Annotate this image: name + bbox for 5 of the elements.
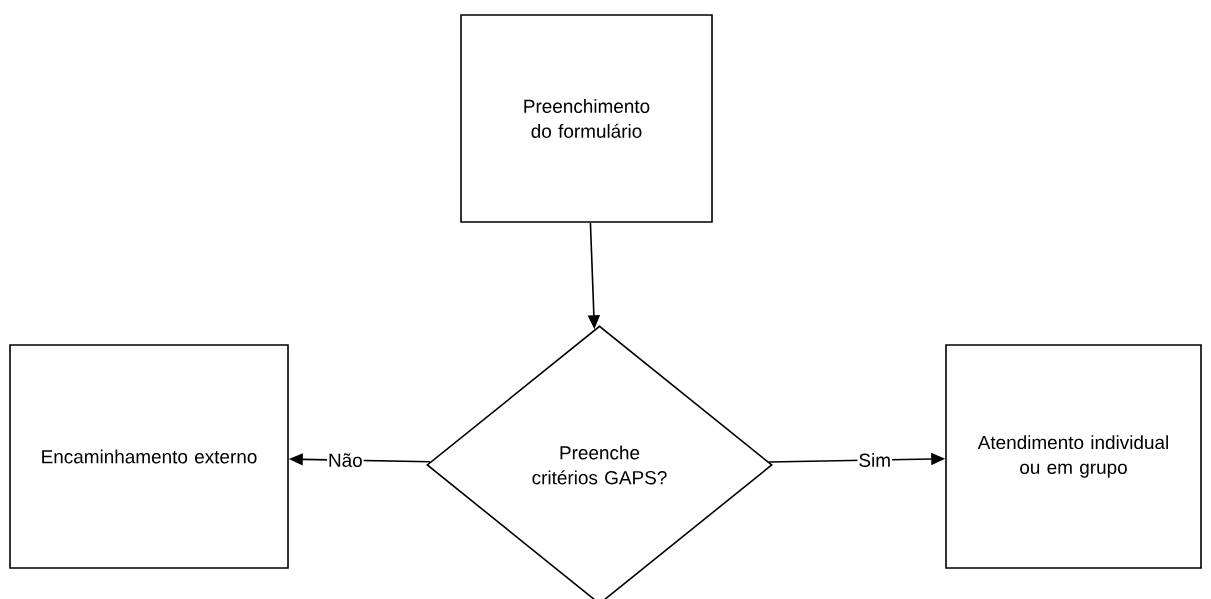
- edge-label: Sim: [857, 452, 893, 468]
- process-box: Preenchimento do formulário: [460, 14, 713, 223]
- edge-label: Não: [327, 452, 364, 469]
- process-box: Atendimento individual ou em grupo: [945, 344, 1202, 569]
- process-box: Encaminhamento externo: [9, 344, 289, 569]
